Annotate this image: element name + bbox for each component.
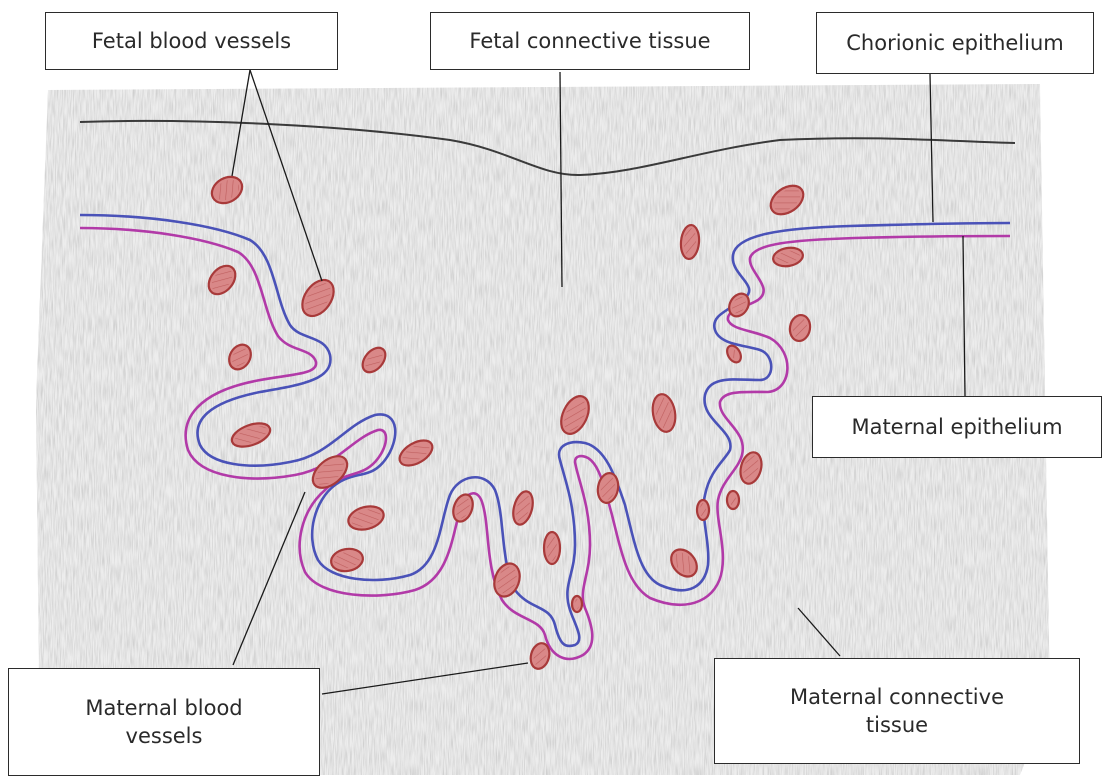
blood-vessel-hatching <box>575 599 579 609</box>
label-fetal-blood-vessels-text: Fetal blood vessels <box>92 27 291 55</box>
blood-vessel-hatching <box>700 503 706 517</box>
label-maternal-blood-vessels: Maternal blood vessels <box>8 668 320 776</box>
label-maternal-connective-tissue-text: Maternal connective tissue <box>757 683 1037 740</box>
blood-vessel-hatching <box>547 535 557 561</box>
label-maternal-blood-vessels-text: Maternal blood vessels <box>64 694 264 751</box>
blood-vessel-hatching <box>730 494 736 506</box>
label-chorionic-epithelium-text: Chorionic epithelium <box>846 29 1064 57</box>
label-maternal-connective-tissue: Maternal connective tissue <box>714 658 1080 764</box>
label-fetal-connective-tissue-text: Fetal connective tissue <box>469 27 710 55</box>
label-fetal-blood-vessels: Fetal blood vessels <box>45 12 338 70</box>
label-maternal-epithelium: Maternal epithelium <box>812 396 1102 458</box>
label-maternal-epithelium-text: Maternal epithelium <box>851 413 1062 441</box>
label-chorionic-epithelium: Chorionic epithelium <box>816 12 1094 74</box>
label-fetal-connective-tissue: Fetal connective tissue <box>430 12 750 70</box>
